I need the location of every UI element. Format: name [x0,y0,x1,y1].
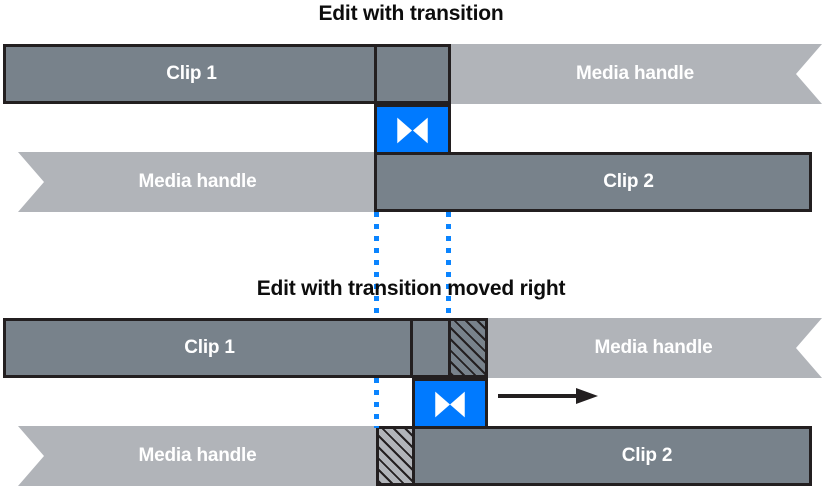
diagram-2-clip-1-overlap-segment[interactable] [410,318,451,378]
diagram-2-lower-media-handle: Media handle [18,426,377,486]
diagram-1-title: Edit with transition [318,2,504,25]
clip-1-label: Clip 1 [184,337,235,358]
diagram-2-clip-1-added-hatched-segment[interactable] [448,318,488,378]
media-handle-label: Media handle [576,63,694,84]
clip-2-label: Clip 2 [603,171,654,192]
media-handle-label: Media handle [594,337,713,358]
diagram-2-transition-tile[interactable] [412,378,488,431]
diagram-1-clip-2-overlap-segment[interactable] [374,152,451,212]
alignment-guide-right [446,212,451,317]
diagram-2-upper-media-handle: Media handle [485,318,822,378]
diagram-2-clip-2-removed-hatched-segment[interactable] [376,426,415,486]
diagram-1-upper-media-handle: Media handle [448,44,822,104]
clip-2-label: Clip 2 [621,445,673,466]
diagram-1-clip-2[interactable]: Clip 2 [448,152,812,212]
transition-bowtie-icon [435,391,465,418]
diagram-1-clip-1[interactable]: Clip 1 [3,44,377,104]
clip-1-label: Clip 1 [166,63,217,84]
diagram-1-clip-1-overlap-segment[interactable] [374,44,451,104]
diagram-1-transition-tile[interactable] [374,104,451,157]
diagram-2-clip-2[interactable]: Clip 2 [485,426,812,486]
right-arrow-icon [498,388,598,404]
diagram-2-title: Edit with transition moved right [256,277,566,300]
transition-bowtie-icon [397,117,428,144]
media-handle-label: Media handle [138,171,257,192]
move-right-arrow [498,386,600,406]
diagram-2-clip-2-overlap-segment[interactable] [412,426,488,486]
alignment-guide-left-lower [374,378,379,428]
media-handle-label: Media handle [138,445,257,466]
diagram-2-clip-1[interactable]: Clip 1 [3,318,413,378]
alignment-guide-left [374,212,379,317]
diagram-1-lower-media-handle: Media handle [18,152,377,212]
